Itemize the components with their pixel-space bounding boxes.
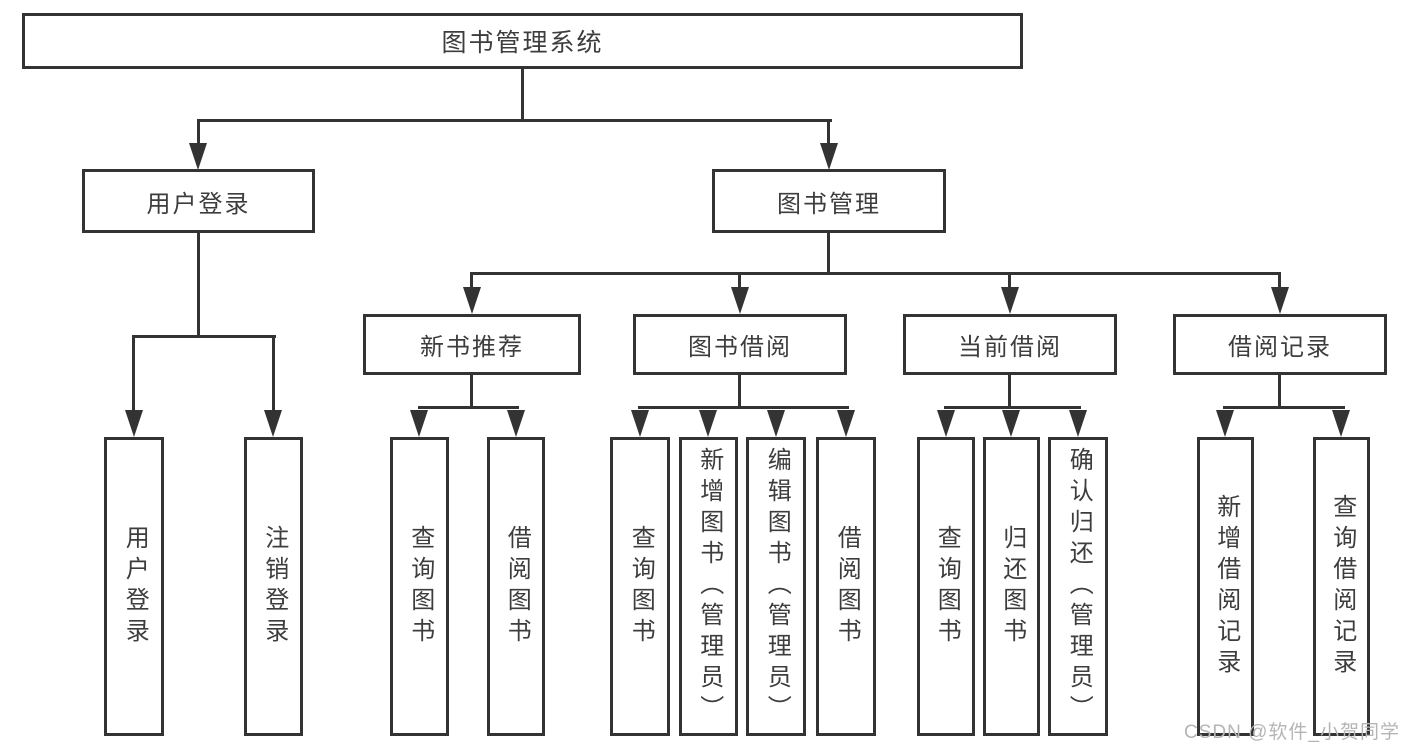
arrowhead-icon <box>463 287 481 314</box>
arrowhead-icon <box>1271 287 1289 314</box>
node-borrow-records-label: 借阅记录 <box>1228 334 1332 361</box>
node-leaf-user-login-label: 用户登录 <box>121 524 149 649</box>
node-current-borrow: 当前借阅 <box>903 314 1117 375</box>
node-leaf-query-books-borrow: 查询图书 <box>610 437 670 736</box>
node-leaf-logout: 注销登录 <box>244 437 303 736</box>
edge-root-bar <box>197 119 832 122</box>
node-leaf-borrow-books-label: 借阅图书 <box>833 524 861 649</box>
node-leaf-edit-books-admin-label: 编辑图书（管理员） <box>763 447 791 726</box>
arrowhead-icon <box>264 410 282 437</box>
arrowhead-icon <box>507 410 525 437</box>
node-leaf-borrow-books-recommend: 借阅图书 <box>487 437 545 736</box>
edge-user-login-stem <box>197 233 200 338</box>
node-book-borrow: 图书借阅 <box>633 314 847 375</box>
edge-book-borrow-stem <box>738 375 741 409</box>
node-leaf-return-books: 归还图书 <box>983 437 1040 736</box>
csdn-watermark: CSDN @软件_小贺同学 <box>1184 722 1400 743</box>
node-leaf-add-borrow-record: 新增借阅记录 <box>1197 437 1254 736</box>
node-leaf-query-books-current-label: 查询图书 <box>933 524 961 649</box>
edge-drop-login-leaf <box>132 335 135 415</box>
arrowhead-icon <box>1332 410 1350 437</box>
node-leaf-query-books-current: 查询图书 <box>917 437 975 736</box>
node-leaf-edit-books-admin: 编辑图书（管理员） <box>746 437 806 736</box>
arrowhead-icon <box>820 143 838 170</box>
node-book-management: 图书管理 <box>712 169 946 233</box>
edge-current-borrow-stem <box>1008 375 1011 409</box>
edge-borrow-records-stem <box>1278 375 1281 409</box>
edge-drop-current-borrow <box>1008 272 1011 290</box>
arrowhead-icon <box>1069 410 1087 437</box>
arrowhead-icon <box>731 287 749 314</box>
node-user-login: 用户登录 <box>82 169 315 233</box>
node-user-login-label: 用户登录 <box>146 190 251 218</box>
node-book-borrow-label: 图书借阅 <box>688 334 792 361</box>
arrowhead-icon <box>631 410 649 437</box>
node-new-book-recommend-label: 新书推荐 <box>420 334 524 361</box>
arrowhead-icon <box>125 410 143 437</box>
node-library-system-label: 图书管理系统 <box>441 29 604 57</box>
node-leaf-add-books-admin: 新增图书（管理员） <box>679 437 738 736</box>
edge-drop-book-management <box>827 119 830 147</box>
node-leaf-return-books-label: 归还图书 <box>998 524 1026 649</box>
edge-drop-new-book <box>470 272 473 290</box>
node-library-system: 图书管理系统 <box>22 13 1023 69</box>
node-leaf-query-borrow-record: 查询借阅记录 <box>1313 437 1370 736</box>
edge-user-login-bar <box>132 335 276 338</box>
node-leaf-query-books-borrow-label: 查询图书 <box>627 524 655 649</box>
node-leaf-add-borrow-record-label: 新增借阅记录 <box>1212 493 1240 680</box>
node-leaf-logout-label: 注销登录 <box>260 524 288 649</box>
node-leaf-borrow-books-recommend-label: 借阅图书 <box>503 524 531 649</box>
edge-drop-book-borrow <box>738 272 741 290</box>
node-current-borrow-label: 当前借阅 <box>958 334 1062 361</box>
edge-drop-user-login <box>197 119 200 147</box>
arrowhead-icon <box>767 410 785 437</box>
edge-book-management-bar <box>470 272 1281 275</box>
edge-new-book-stem <box>470 375 473 409</box>
arrowhead-icon <box>410 410 428 437</box>
node-borrow-records: 借阅记录 <box>1173 314 1387 375</box>
node-leaf-add-books-admin-label: 新增图书（管理员） <box>695 447 723 726</box>
edge-new-book-bar <box>418 406 519 409</box>
node-leaf-query-books-recommend: 查询图书 <box>390 437 449 736</box>
arrowhead-icon <box>837 410 855 437</box>
arrowhead-icon <box>937 410 955 437</box>
edge-drop-logout-leaf <box>272 335 275 415</box>
arrowhead-icon <box>1216 410 1234 437</box>
node-leaf-confirm-return-admin: 确认归还（管理员） <box>1048 437 1108 736</box>
arrowhead-icon <box>1002 410 1020 437</box>
edge-root-stem <box>521 68 524 122</box>
edge-borrow-records-bar <box>1223 406 1345 409</box>
arrowhead-icon <box>699 410 717 437</box>
edge-book-management-stem <box>827 233 830 275</box>
node-leaf-confirm-return-admin-label: 确认归还（管理员） <box>1065 447 1093 726</box>
edge-drop-borrow-records <box>1278 272 1281 290</box>
edge-current-borrow-bar <box>944 406 1081 409</box>
node-leaf-query-books-recommend-label: 查询图书 <box>406 524 434 649</box>
arrowhead-icon <box>1001 287 1019 314</box>
edge-book-borrow-bar <box>638 406 849 409</box>
node-leaf-query-borrow-record-label: 查询借阅记录 <box>1328 493 1356 680</box>
arrowhead-icon <box>189 143 207 170</box>
node-new-book-recommend: 新书推荐 <box>363 314 581 375</box>
node-leaf-borrow-books: 借阅图书 <box>816 437 876 736</box>
node-leaf-user-login: 用户登录 <box>104 437 164 736</box>
node-book-management-label: 图书管理 <box>777 190 881 218</box>
